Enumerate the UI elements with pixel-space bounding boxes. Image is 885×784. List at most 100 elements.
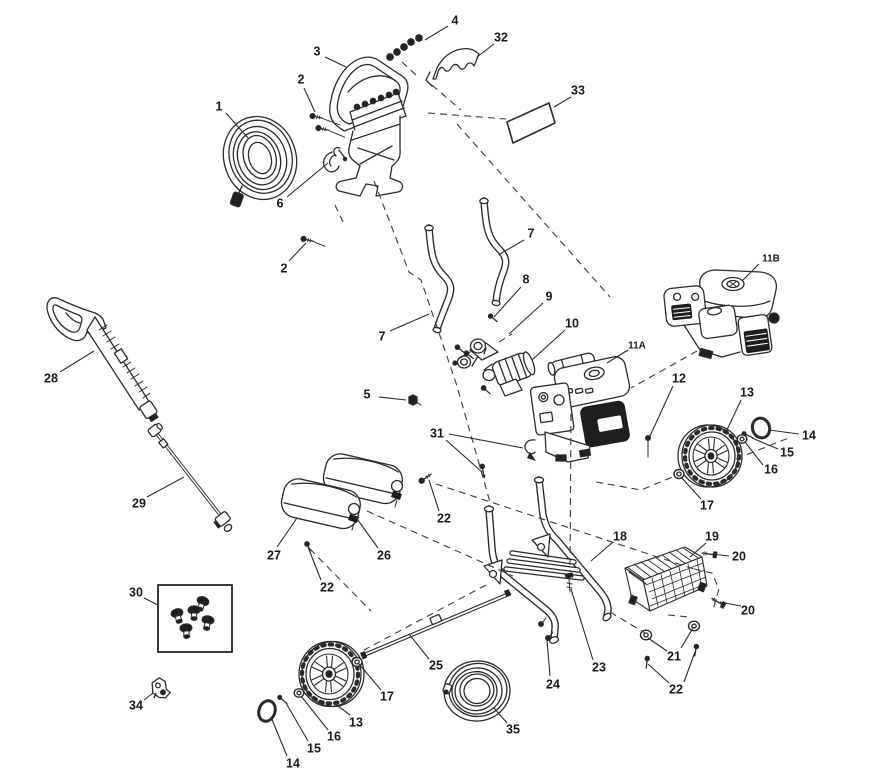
leader-line-8 <box>493 286 522 318</box>
left-wheel-drawing <box>298 640 365 708</box>
callout-label-25: 25 <box>429 659 443 673</box>
leader-line-31 <box>448 433 524 449</box>
leader-line-22a <box>428 479 440 512</box>
leader-line-7a <box>499 239 525 255</box>
leader-line-4 <box>424 25 449 41</box>
right-wheel-drawing <box>677 424 743 488</box>
fastener-set-drawing <box>386 34 423 61</box>
leader-line-11A <box>606 349 629 364</box>
leader-line-35 <box>493 707 508 724</box>
callout-label-23: 23 <box>592 661 606 675</box>
callout-label-5: 5 <box>364 388 371 402</box>
left-wheel-hardware-drawing <box>257 656 363 723</box>
leader-line-23 <box>570 588 594 661</box>
leader-line-16b <box>300 695 329 731</box>
leader-line-2 <box>303 87 316 113</box>
leader-line-32 <box>476 43 495 58</box>
callout-label-32: 32 <box>494 31 508 45</box>
leader-line-21 <box>647 637 668 652</box>
leader-line-22c <box>647 663 670 684</box>
pump-drawing <box>452 338 536 397</box>
callout-label-8: 8 <box>523 273 530 287</box>
leader-line-13b <box>333 702 351 716</box>
callout-label-22a: 22 <box>437 512 451 526</box>
label-plate-drawing <box>506 102 556 144</box>
leader-line-1 <box>225 112 249 139</box>
callout-label-16a: 16 <box>764 463 778 477</box>
nozzle-box-drawing <box>157 584 233 653</box>
callout-label-11A: 11A <box>628 341 646 352</box>
hook-31-drawing <box>479 439 536 479</box>
leader-line-28 <box>59 350 95 373</box>
spray-gun-drawing <box>46 297 159 423</box>
leader-line-9 <box>508 302 544 335</box>
screws-24-drawing <box>538 617 554 641</box>
callout-label-24: 24 <box>546 678 560 692</box>
frame-drawing <box>483 476 612 644</box>
fitting-34-drawing <box>151 677 171 699</box>
assembly-dash-lines <box>309 61 792 651</box>
callout-label-19: 19 <box>705 530 719 544</box>
callout-label-2: 2 <box>298 73 305 87</box>
leader-line-29 <box>146 476 185 498</box>
leader-line-31 <box>445 439 483 473</box>
bolt-23-drawing <box>564 572 574 593</box>
callout-label-13b: 13 <box>349 716 363 730</box>
leader-line-22b <box>307 546 322 581</box>
callout-label-31: 31 <box>430 427 444 441</box>
leader-line-22c <box>683 651 696 683</box>
callout-label-7b: 7 <box>379 330 386 344</box>
callout-label-17b: 17 <box>380 690 394 704</box>
screw-8 <box>487 313 498 323</box>
leader-line-21 <box>680 627 694 649</box>
callout-label-30: 30 <box>129 586 143 600</box>
callout-label-27: 27 <box>267 549 281 563</box>
leader-line-12 <box>649 385 674 437</box>
callout-label-13a: 13 <box>740 386 754 400</box>
callout-label-35: 35 <box>506 723 520 737</box>
callout-label-26: 26 <box>377 549 391 563</box>
leader-line-14a <box>768 429 800 435</box>
clip-drawing <box>322 149 348 173</box>
leader-line-30 <box>143 597 159 606</box>
callout-label-9: 9 <box>546 290 553 304</box>
leader-line-17b <box>358 663 382 691</box>
callout-label-11B: 11B <box>762 254 780 265</box>
leader-line-26 <box>354 515 379 549</box>
leader-line-27 <box>276 517 298 548</box>
handle-screws-drawing <box>300 112 346 247</box>
callout-label-3: 3 <box>314 45 321 59</box>
tank-cap-front <box>347 502 361 531</box>
engine-11a-drawing <box>529 352 631 463</box>
callout-label-7a: 7 <box>528 227 535 241</box>
callout-label-15b: 15 <box>307 742 321 756</box>
callout-label-1: 1 <box>216 100 223 114</box>
leader-line-15b <box>285 702 309 742</box>
callout-leader-lines <box>59 25 800 757</box>
leader-line-20a <box>711 553 730 557</box>
callout-label-14a: 14 <box>802 429 816 443</box>
leader-line-6 <box>286 162 329 198</box>
leader-line-17a <box>680 476 702 500</box>
axle-drawing <box>359 589 511 660</box>
callout-label-4: 4 <box>452 14 459 28</box>
callout-label-12: 12 <box>672 372 686 386</box>
leader-line-13a <box>725 399 742 433</box>
handle-tubes-drawing <box>424 197 510 334</box>
leader-line-34 <box>143 692 154 701</box>
leader-line-5 <box>378 396 407 401</box>
tank-cap-back <box>390 479 404 508</box>
leader-line-15a <box>751 437 779 450</box>
hose-coil-drawing <box>222 115 298 201</box>
leader-line-19 <box>689 542 707 558</box>
callout-label-21: 21 <box>667 650 681 664</box>
hose-end-fitting <box>229 185 244 208</box>
right-wheel-hardware-drawing <box>673 416 772 480</box>
leader-line-7b <box>389 313 430 332</box>
callout-label-22c: 22 <box>669 683 683 697</box>
leader-line-24 <box>546 639 551 677</box>
detergent-tanks-drawing <box>280 453 432 552</box>
serrated-trim-drawing <box>425 47 480 87</box>
